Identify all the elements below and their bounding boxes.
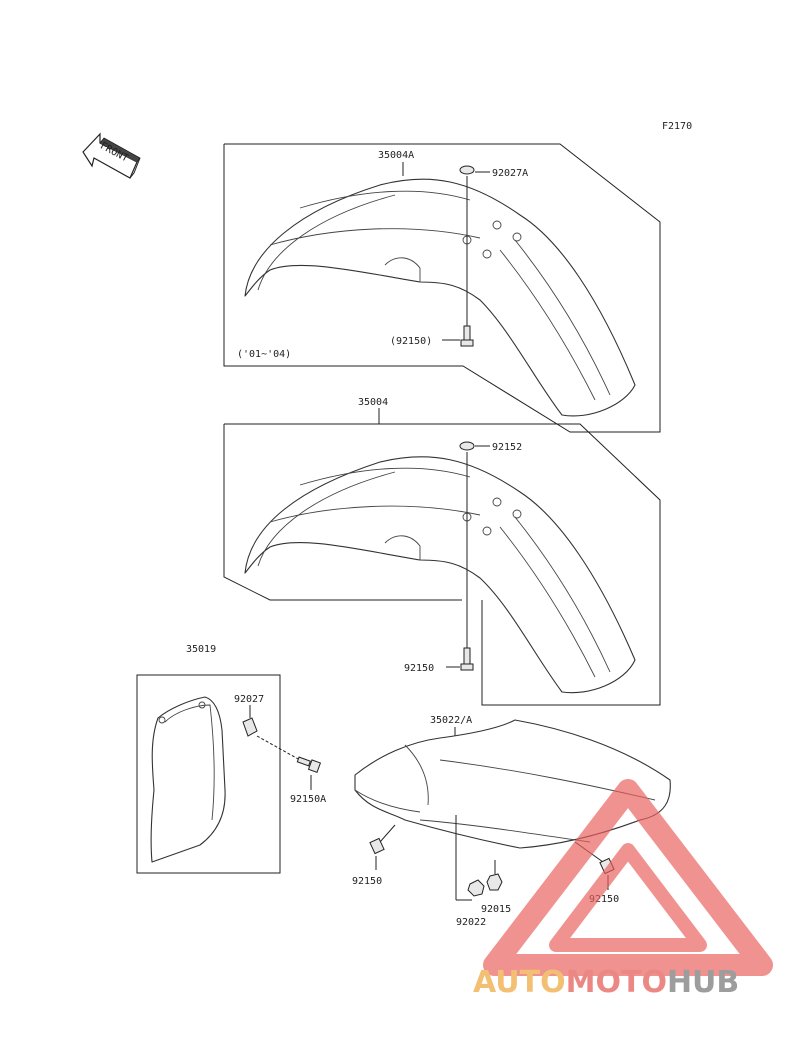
label-35004A: 35004A [378,150,414,161]
fender-rib [257,471,396,567]
label-92150A: 92150A [290,794,326,805]
mount-hole [492,497,502,507]
fender-edge [354,789,421,813]
automotohub-watermark: AUTOMOTOHUB [473,779,773,1000]
fender-rib [269,505,481,523]
front-fender-35004 [244,456,636,694]
label-92152: 92152 [492,442,522,453]
leader-line [256,735,301,761]
mount-hole [158,716,166,724]
fender-rib [514,516,611,673]
bolt-head [460,663,474,671]
fender-rib [299,190,471,209]
mount-hole [512,509,522,519]
watermark-text: AUTOMOTOHUB [473,965,739,1000]
guard-edge [164,704,215,821]
front-fender-35004A [244,178,636,417]
washer-92022 [467,879,485,897]
label-92150-rear-left: 92150 [352,876,382,887]
fender-rib [269,228,481,246]
rear-fender-35022A [354,719,671,849]
label-35022A: 35022/A [430,715,472,726]
label-92150-rear-right: 92150 [589,894,619,905]
mount-hole [482,526,492,536]
label-92150-front: 92150 [404,663,434,674]
front-direction-arrow-icon: FRONT [82,132,141,179]
bolt-92150-rear-left [369,837,385,855]
fender-rib [514,239,611,396]
bolt-head [307,759,322,774]
label-92027: 92027 [234,694,264,705]
year-note: ('01~'04) [237,349,291,360]
label-92015: 92015 [481,904,511,915]
mount-hole [492,220,502,230]
watermark-auto: AUTO [473,965,566,1000]
fender-rib [499,526,596,678]
rear-fender-35022A-group: 35022/A 92150 92015 92022 92150 [352,715,671,928]
bolt-92150A [296,756,311,767]
watermark-hub: HUB [667,965,739,1000]
washer-92027 [242,717,258,737]
box-35019 [136,674,281,874]
nut-92015 [486,873,503,891]
label-92022: 92022 [456,917,486,928]
bolt-92150-front [463,647,471,665]
box-35004 [223,424,462,601]
box-35004A [223,143,661,433]
fender-vent [384,535,421,560]
washer-92027A [459,165,475,175]
fender-edge [419,819,591,843]
fender-edge [404,744,429,806]
leader-line [379,824,396,843]
fender-rib [299,467,471,486]
fender-vent [384,257,421,282]
front-fender-35004A-group: 35004A 92027A (92150) ('01~'04) [223,143,661,433]
label-92027A: 92027A [492,168,528,179]
fender-rib [499,249,596,401]
label-92150-paren: (92150) [390,336,432,347]
box-35004 [224,423,661,706]
bolt-92150-top [463,325,471,341]
label-35004: 35004 [358,397,388,408]
guard-35019-group: 35019 92027 92150A [136,644,326,874]
fork-guard-35019 [150,696,226,863]
fender-rib [257,194,396,291]
washer-92152 [459,441,475,451]
front-fender-35004-group: 35004 92152 92150 [223,397,661,706]
figure-id: F2170 [662,121,692,132]
bolt-head [460,339,474,347]
watermark-moto: MOTO [566,965,667,1000]
mount-hole [512,232,522,242]
watermark-triangle-logo-icon [483,779,773,976]
mount-hole [482,249,492,259]
mount-hole [198,701,206,709]
label-35019: 35019 [186,644,216,655]
